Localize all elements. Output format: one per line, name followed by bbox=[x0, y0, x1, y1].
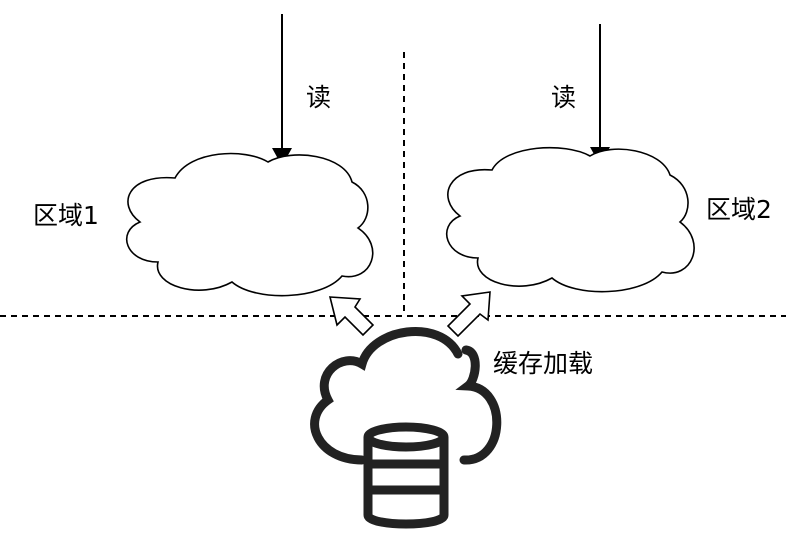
cloud-database-icon bbox=[310, 327, 502, 529]
read-arrow-left bbox=[272, 14, 292, 166]
read-label-right: 读 bbox=[551, 83, 576, 112]
read-label-left: 读 bbox=[306, 83, 331, 112]
region-2-cloud bbox=[445, 146, 695, 293]
cache-load-label: 缓存加载 bbox=[493, 349, 593, 378]
read-arrow-right bbox=[590, 24, 610, 165]
load-arrow-to-region-1 bbox=[328, 296, 375, 337]
region-1-cloud bbox=[125, 152, 374, 297]
region-1-label: 区域1 bbox=[33, 201, 99, 230]
load-arrow-to-region-2 bbox=[446, 291, 491, 338]
region-2-label: 区域2 bbox=[706, 195, 772, 224]
